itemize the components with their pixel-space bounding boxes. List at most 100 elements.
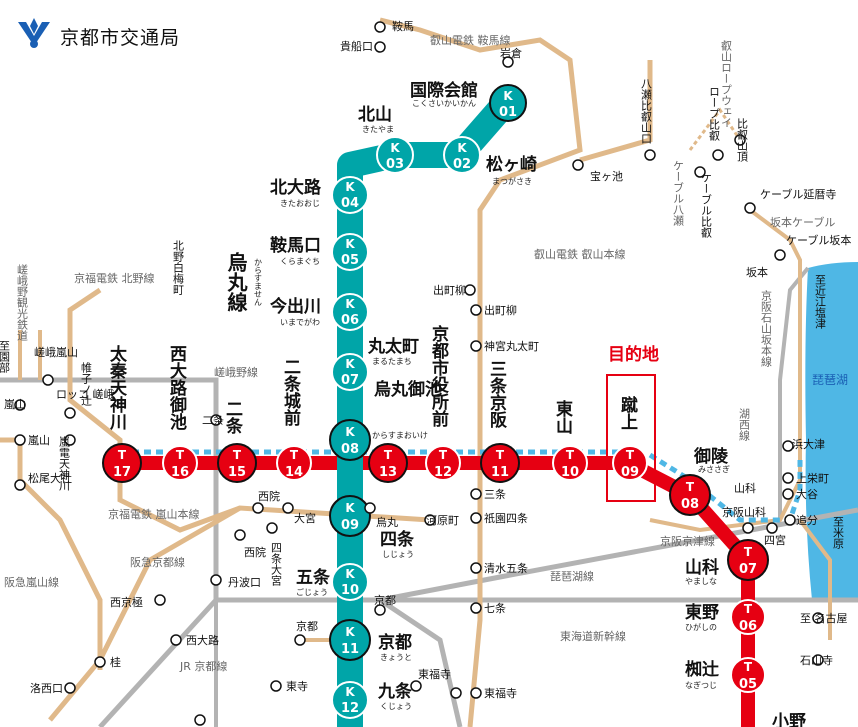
svg-text:いまでがわ: いまでがわ (280, 317, 320, 327)
station-K12[interactable]: K 12 (331, 681, 369, 719)
station-T15[interactable]: T 15 (217, 443, 257, 483)
svg-text:三条: 三条 (484, 487, 506, 501)
line-name-labels: 叡山電鉄 鞍馬線 叡山電鉄 叡山本線 叡山ロープウェイ ケーブル八瀬 坂本ケーブ… (0, 33, 848, 673)
svg-text:JR 京都線: JR 京都線 (179, 659, 227, 673)
svg-text:至米原: 至米原 (832, 516, 845, 549)
svg-text:上栄町: 上栄町 (796, 471, 829, 485)
station-name-K06: 今出川 (270, 296, 321, 317)
svg-text:鞍馬: 鞍馬 (392, 19, 414, 33)
station-T16[interactable]: T 16 (162, 445, 198, 481)
svg-text:阪急京都線: 阪急京都線 (130, 555, 185, 569)
destination-highlight-box (606, 374, 656, 502)
svg-text:からすません: からすません (254, 258, 263, 306)
svg-text:京福電鉄 嵐山本線: 京福電鉄 嵐山本線 (108, 507, 200, 521)
station-K11[interactable]: K 11 (329, 619, 371, 661)
svg-text:T: T (118, 448, 127, 462)
station-name-T08: 御陵 (693, 446, 729, 467)
svg-text:出町柳: 出町柳 (433, 283, 466, 297)
svg-text:T: T (744, 545, 753, 559)
station-K10[interactable]: K 10 (331, 563, 369, 601)
lake-biwa-label: 琵琶湖 (812, 372, 848, 387)
svg-text:東寺: 東寺 (286, 680, 308, 693)
station-K03[interactable]: K 03 (376, 136, 414, 174)
svg-text:09: 09 (621, 465, 639, 480)
svg-text:15: 15 (228, 465, 246, 480)
svg-text:湖西線: 湖西線 (738, 408, 751, 441)
svg-text:まつがさき: まつがさき (492, 176, 532, 186)
svg-text:13: 13 (379, 465, 397, 480)
svg-text:西京極: 西京極 (110, 595, 143, 609)
svg-text:きょうと: きょうと (380, 653, 412, 662)
svg-text:17: 17 (113, 465, 131, 480)
svg-text:大谷: 大谷 (796, 487, 818, 501)
station-T14[interactable]: T 14 (276, 445, 312, 481)
station-name-K05: 鞍馬口 (270, 235, 321, 256)
station-T08[interactable]: T 08 (669, 474, 711, 516)
station-code-num: 01 (499, 105, 517, 120)
station-T17[interactable]: T 17 (102, 443, 142, 483)
svg-text:からすまおいけ: からすまおいけ (372, 431, 428, 440)
station-T13[interactable]: T 13 (368, 443, 408, 483)
svg-text:京阪京津線: 京阪京津線 (660, 534, 715, 548)
svg-text:四条大宮: 四条大宮 (270, 542, 283, 587)
station-K04[interactable]: K 04 (331, 176, 369, 214)
svg-text:嵯峨嵐山: 嵯峨嵐山 (34, 346, 78, 359)
svg-text:京阪石山坂本線: 京阪石山坂本線 (760, 289, 773, 367)
svg-text:石山寺: 石山寺 (800, 654, 833, 667)
svg-text:七条: 七条 (484, 601, 506, 615)
svg-text:08: 08 (681, 497, 699, 512)
station-T06[interactable]: T 06 (730, 599, 766, 635)
svg-text:大宮: 大宮 (294, 511, 316, 525)
station-K07[interactable]: K 07 (331, 353, 369, 391)
svg-text:西院: 西院 (244, 545, 266, 559)
destination-label: 目的地 (608, 345, 659, 365)
svg-text:神宮丸太町: 神宮丸太町 (484, 339, 539, 353)
station-name-T09: 蹴上 (617, 395, 638, 430)
svg-text:八瀬比叡山口: 八瀬比叡山口 (640, 78, 653, 144)
station-T07[interactable]: T 07 (727, 539, 769, 581)
svg-text:12: 12 (341, 701, 359, 716)
station-K08[interactable]: K 08 (329, 419, 371, 461)
svg-text:京都: 京都 (374, 593, 396, 607)
svg-text:K: K (345, 567, 355, 581)
svg-text:叡山ロープウェイ: 叡山ロープウェイ (720, 39, 733, 128)
svg-text:07: 07 (739, 562, 757, 577)
svg-text:くじょう: くじょう (380, 702, 412, 711)
svg-text:祇園四条: 祇園四条 (484, 511, 528, 525)
station-T05[interactable]: T 05 (730, 657, 766, 693)
station-code-letter: K (503, 89, 513, 103)
station-K06[interactable]: K 06 (331, 293, 369, 331)
svg-text:T: T (566, 448, 575, 462)
station-T11[interactable]: T 11 (480, 443, 520, 483)
svg-text:叡山電鉄 叡山本線: 叡山電鉄 叡山本線 (534, 247, 626, 261)
station-K01[interactable]: K 01 (489, 84, 527, 122)
station-name-T11: 三条京阪 (486, 360, 508, 429)
svg-text:烏丸: 烏丸 (376, 515, 398, 529)
station-K09[interactable]: K 09 (329, 495, 371, 537)
svg-text:K: K (345, 501, 355, 515)
svg-text:10: 10 (341, 583, 359, 598)
station-T09[interactable]: T 09 (612, 445, 648, 481)
svg-text:二条: 二条 (202, 413, 224, 427)
svg-text:きたやま: きたやま (362, 125, 394, 134)
svg-text:06: 06 (341, 313, 359, 328)
svg-text:貴船口: 貴船口 (340, 39, 373, 53)
svg-text:K: K (345, 180, 355, 194)
station-K05[interactable]: K 05 (331, 233, 369, 271)
karasuma-station-names: 国際会館 こくさいかいかん 松ヶ崎 まつがさき 北山 きたやま 北大路 きたおお… (270, 80, 537, 711)
station-T10[interactable]: T 10 (552, 445, 588, 481)
station-name-T15: 二条 (222, 400, 244, 435)
svg-text:しじょう: しじょう (382, 550, 414, 559)
station-name-T07: 山科 (685, 557, 719, 578)
svg-text:ひがしの: ひがしの (685, 622, 717, 632)
svg-text:10: 10 (561, 465, 579, 480)
svg-text:至近江塩津: 至近江塩津 (814, 274, 827, 329)
station-T12[interactable]: T 12 (425, 445, 461, 481)
svg-text:09: 09 (341, 518, 359, 533)
svg-text:11: 11 (491, 465, 509, 480)
station-K02[interactable]: K 02 (443, 136, 481, 174)
svg-text:12: 12 (434, 465, 452, 480)
svg-text:至園部: 至園部 (0, 340, 11, 373)
svg-text:ケーブル延暦寺: ケーブル延暦寺 (760, 187, 836, 201)
hankyu-kyoto-line (48, 505, 431, 722)
